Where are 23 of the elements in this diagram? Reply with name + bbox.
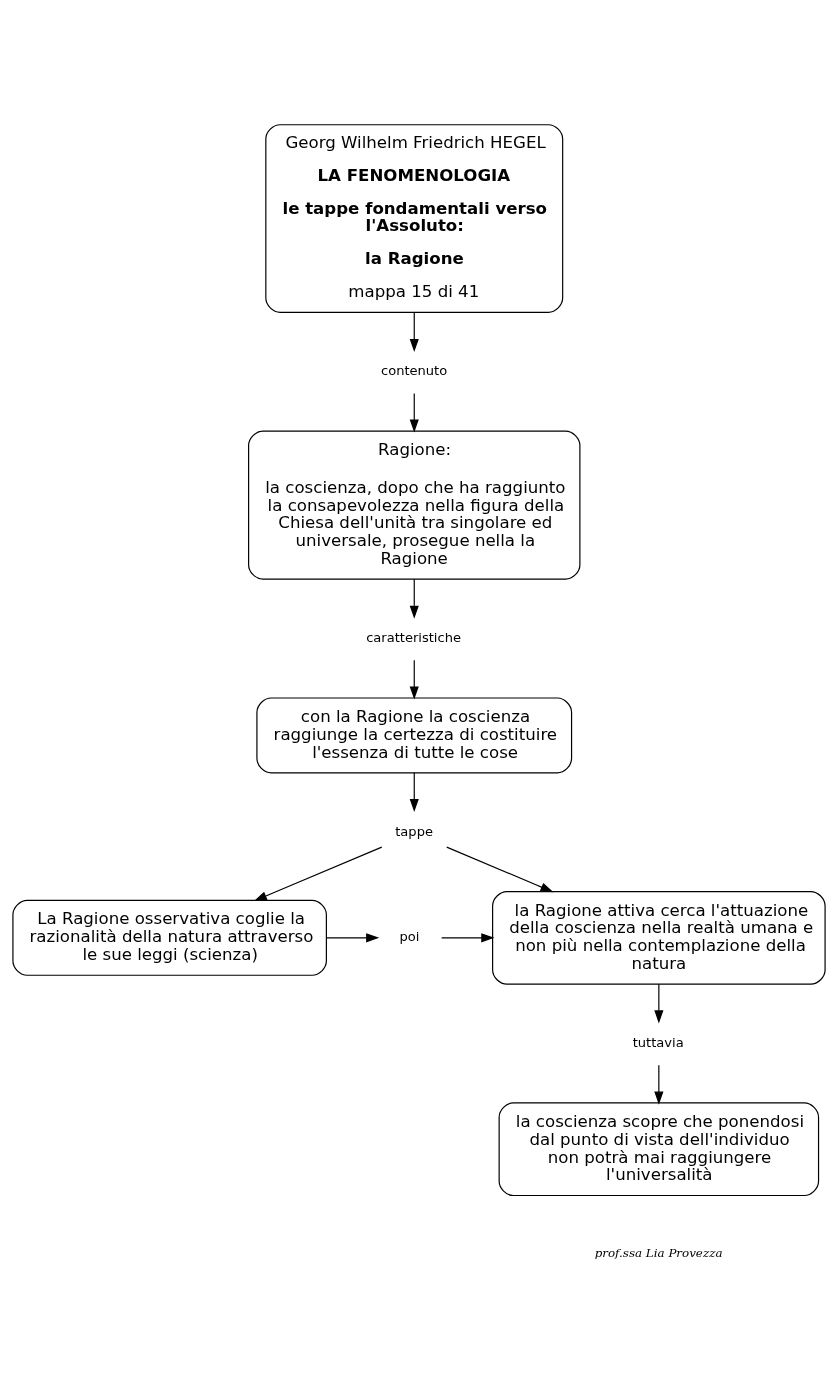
node-box: La Ragione osservativa coglie la razionalità della natura attraverso le sue leggi (scienza) [12, 899, 327, 976]
node-text: contenuto [381, 362, 448, 378]
arrow [409, 311, 419, 352]
arrow [409, 771, 419, 812]
node-text: poi [399, 928, 420, 944]
arrow [409, 578, 419, 619]
node-box: la Ragione attiva cerca l'attuazione della coscienza nella realtà umana e non più nella contemplazione della natura [492, 890, 826, 985]
arrow [654, 983, 664, 1023]
node-box: Ragione: la coscienza, dopo che ha raggiunto la consapevolezza nella figura della Chiesa dell'unità tra singolare ed universale, prosegue nella la Ragione [248, 430, 581, 580]
label: prof.ssa Lia Provezza [594, 1245, 723, 1260]
node-text: tappe [395, 823, 433, 838]
node-text: caratteristiche [366, 629, 461, 645]
arrow [441, 932, 495, 942]
node-box: Georg Wilhelm Friedrich HEGEL LA FENOMENOLOGIA le tappe fondamentali verso l'Assoluto: la Ragione mappa 15 di 41 [265, 123, 564, 313]
node-box: con la Ragione la coscienza raggiunge la certezza di costituire l'essenza di tutte le cose [256, 696, 573, 773]
arrow [326, 932, 380, 942]
arrow [253, 846, 383, 901]
node-box: la coscienza scopre che ponendosi dal punto di vista dell'individuo non potrà mai raggiungere l'universalità [498, 1101, 820, 1196]
arrow [409, 392, 419, 433]
node-text: tuttavia [632, 1034, 684, 1050]
arrow [654, 1064, 664, 1105]
arrow [446, 846, 554, 892]
arrow [409, 659, 419, 700]
